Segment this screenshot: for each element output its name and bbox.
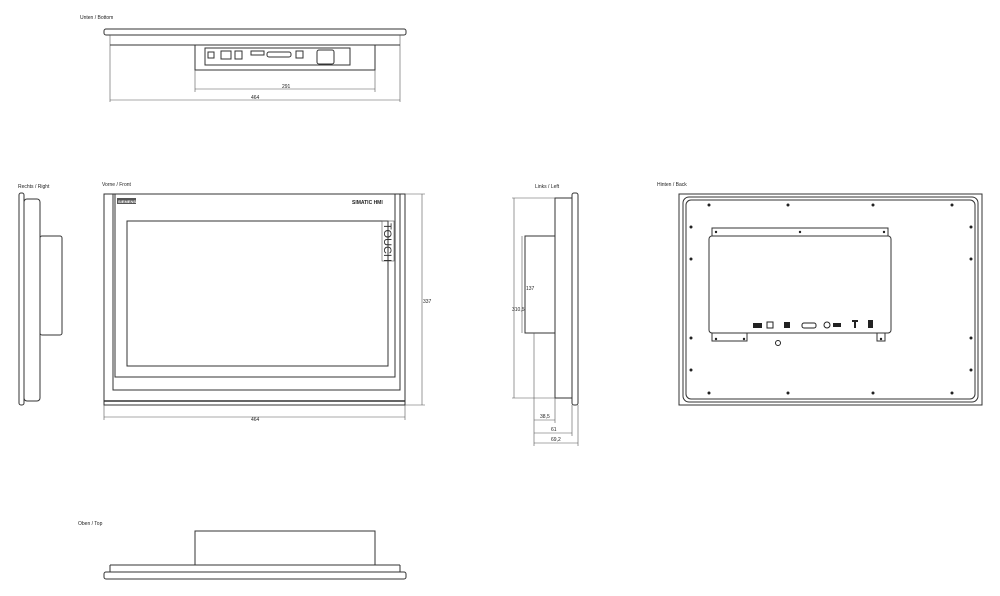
dim-291: 291 <box>282 84 291 90</box>
back-view-label: Hinten / Back <box>657 182 687 188</box>
product-name: SIMATIC HMI <box>352 200 383 206</box>
dim-464-bottom: 464 <box>251 95 260 101</box>
dim-69-2: 69,2 <box>551 437 561 443</box>
brand-text: SIEMENS <box>118 199 136 204</box>
power-connector-icon <box>316 49 335 65</box>
dim-310-5: 310,5 <box>512 307 525 313</box>
ethernet-port-icon <box>220 50 232 60</box>
port-symbols <box>753 320 873 346</box>
dim-337: 337 <box>423 299 432 305</box>
right-view-label: Rechts / Right <box>18 184 50 190</box>
front-view-label: Vorne / Front <box>102 182 132 188</box>
dim-61: 61 <box>551 427 557 433</box>
top-view: Oben / Top <box>78 521 407 580</box>
dim-464-front: 464 <box>251 417 260 423</box>
ground-terminal-icon <box>775 340 781 346</box>
left-view-label: Links / Left <box>535 184 560 190</box>
front-view: Vorne / Front SIEMENS SIMATIC HMI TOUCH … <box>102 182 432 423</box>
left-view: Links / Left 310,5 137 38,5 61 69,2 <box>512 184 579 446</box>
back-view: Hinten / Back <box>657 182 983 406</box>
usb-b-port-icon <box>295 50 304 59</box>
ethernet-port-icon <box>234 50 243 60</box>
top-view-label: Oben / Top <box>78 521 103 527</box>
touch-label: TOUCH <box>381 223 393 262</box>
usb-port-icon <box>207 51 215 59</box>
serial-port-icon <box>250 50 265 56</box>
siemens-logo <box>117 198 136 204</box>
screw-holes <box>689 203 973 395</box>
dvi-port-icon <box>266 51 292 58</box>
bottom-view: Unten / Bottom 291 464 <box>80 15 407 102</box>
dim-38-5: 38,5 <box>540 414 550 420</box>
bottom-view-label: Unten / Bottom <box>80 15 113 21</box>
right-view: Rechts / Right <box>18 184 63 406</box>
dim-137: 137 <box>526 286 535 292</box>
